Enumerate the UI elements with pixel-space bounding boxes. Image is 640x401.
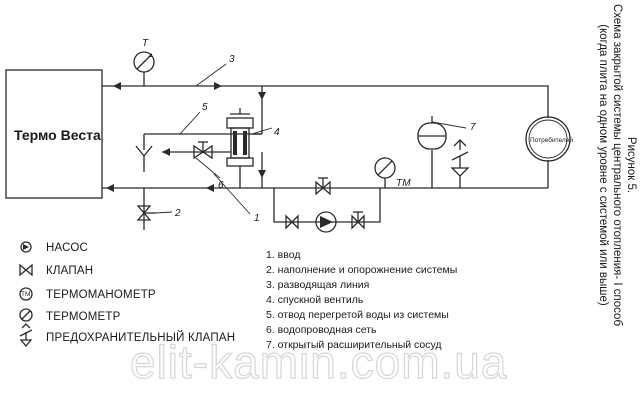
consumer-label: Потребителей <box>530 136 573 144</box>
tm-glyph: TM <box>21 291 30 298</box>
water-mains-branch <box>162 141 231 160</box>
return-line <box>102 184 548 192</box>
watermark: elit-kamin.com.ua <box>130 336 507 388</box>
callout-5: 5 <box>202 102 208 113</box>
callout-7: 7 <box>470 122 476 133</box>
thermomanometer-icon: TM <box>19 287 33 301</box>
valve-icon <box>19 263 33 277</box>
boiler-label: Термо Веста <box>14 127 101 143</box>
consumer-radiator: Потребителей <box>525 116 573 162</box>
list-item: 6. водопроводная сеть <box>266 324 377 336</box>
thermometer-supply: T <box>133 38 155 86</box>
boiler-box <box>5 69 103 199</box>
legend: НАСОС КЛАПАН TM ТЕРМОМАНОМЕТР ТЕРМОМЕТР … <box>19 241 235 348</box>
drain-valve <box>136 188 156 230</box>
thermostatic-valve <box>226 108 262 188</box>
list-item: 1. ввод <box>266 249 300 261</box>
list-item: 5. отвод перегретой воды из системы <box>266 309 449 321</box>
list-item: 7. открытый расширительный сосуд <box>266 339 442 351</box>
callout-4: 4 <box>274 127 280 138</box>
list-item: 3. разводящая линия <box>266 279 369 291</box>
side-caption: Рисунок 5. Схема закрытой системы центра… <box>597 4 637 326</box>
list-item: 4. спускной вентиль <box>266 294 364 306</box>
return-valve <box>315 177 331 196</box>
pump-icon <box>20 241 32 253</box>
expansion-vessel <box>417 116 470 188</box>
legend-valve-label: КЛАПАН <box>46 265 93 277</box>
callout-2: 2 <box>174 208 181 219</box>
figure-title: Схема закрытой системы центрального отоп… <box>611 4 623 326</box>
callout-leaders <box>155 63 467 215</box>
figure-subtitle: (когда плита на одном уровне с системой … <box>597 24 609 306</box>
callout-3: 3 <box>229 54 235 65</box>
numbered-list: 1. ввод 2. наполнение и опорожнение сист… <box>266 249 457 351</box>
thermomanometer-device: ТМ <box>374 157 411 189</box>
legend-pump-label: НАСОС <box>46 242 88 254</box>
legend-thermometer-label: ТЕРМОМЕТР <box>46 311 121 323</box>
overheat-relief-line <box>135 86 266 188</box>
thermometer-glyph: T <box>142 38 149 49</box>
tm-label: ТМ <box>396 178 411 189</box>
legend-thermomanometer-label: ТЕРМОМАНОМЕТР <box>46 289 156 301</box>
supply-line <box>102 82 549 188</box>
figure-number: Рисунок 5. <box>625 137 637 193</box>
safety-valve-icon <box>19 323 33 348</box>
list-item: 2. наполнение и опорожнение системы <box>266 264 457 276</box>
legend-safety-valve-label: ПРЕДОХРАНИТЕЛЬНЫЙ КЛАПАН <box>46 331 235 344</box>
callout-6: 6 <box>218 180 224 191</box>
thermometer-icon <box>19 308 33 322</box>
pump-loop <box>273 188 381 233</box>
callout-1: 1 <box>254 213 260 224</box>
